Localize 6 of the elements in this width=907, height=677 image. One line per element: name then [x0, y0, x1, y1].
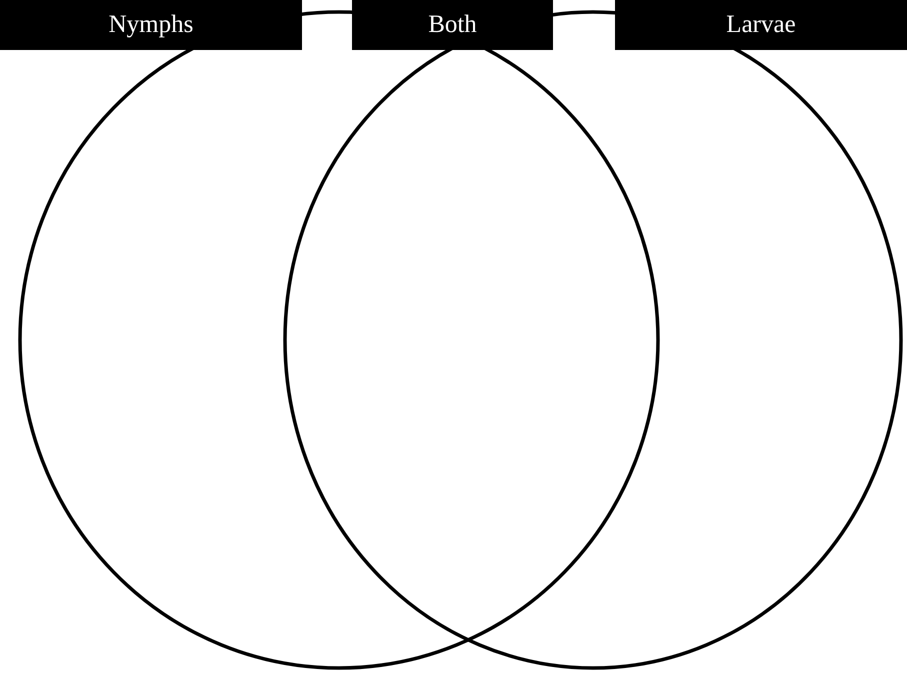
label-box	[615, 0, 907, 50]
label-box	[0, 0, 302, 50]
label-text: Larvae	[726, 11, 796, 39]
label-box	[352, 0, 553, 50]
label-text: Nymphs	[108, 11, 194, 39]
label-text: Both	[428, 11, 477, 39]
